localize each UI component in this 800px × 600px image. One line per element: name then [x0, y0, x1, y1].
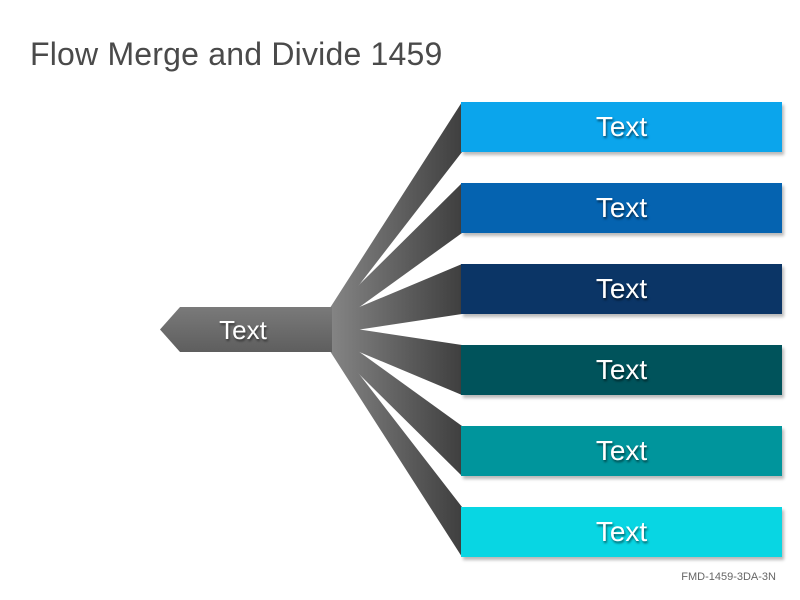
- flow-wedge-4: [320, 323, 462, 395]
- source-arrow-shape: [160, 307, 332, 352]
- target-label-5: Text: [595, 435, 648, 466]
- page-title: Flow Merge and Divide 1459: [30, 36, 443, 72]
- target-label-4: Text: [595, 354, 648, 385]
- target-box-2: Text: [461, 183, 782, 233]
- flow-wedge-3: [320, 264, 462, 336]
- target-label-6: Text: [595, 516, 648, 547]
- flow-wedge-5: [320, 323, 462, 476]
- flow-wedge-1: [320, 102, 462, 336]
- source-label: Text: [219, 314, 267, 345]
- target-label-1: Text: [595, 111, 648, 142]
- target-box-6: Text: [461, 507, 782, 557]
- footer-code: FMD-1459-3DA-3N: [681, 571, 776, 583]
- flow-wedge-6: [320, 323, 462, 557]
- target-label-2: Text: [595, 192, 648, 223]
- target-box-1: Text: [461, 102, 782, 152]
- target-box-4: Text: [461, 345, 782, 395]
- source-node: Text: [162, 308, 332, 352]
- target-box-5: Text: [461, 426, 782, 476]
- target-box-3: Text: [461, 264, 782, 314]
- target-label-3: Text: [595, 273, 648, 304]
- flow-wedge-2: [320, 183, 462, 336]
